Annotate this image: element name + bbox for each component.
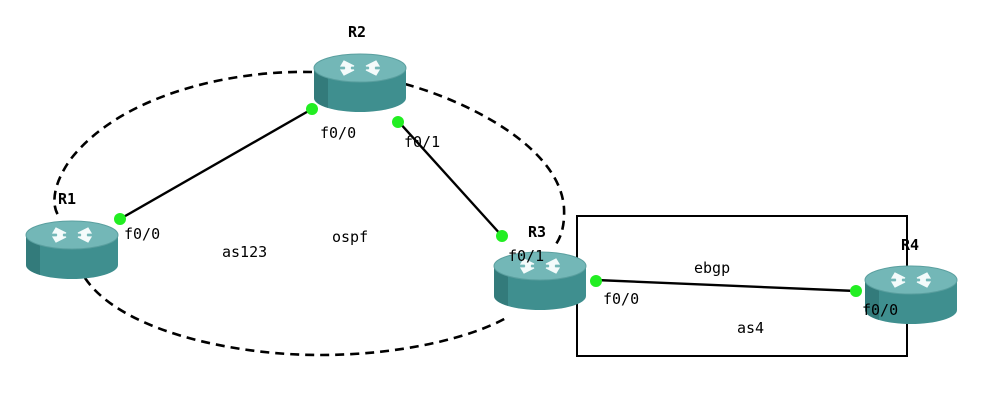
link-r3-r4	[595, 278, 857, 293]
router-name-r1: R1	[58, 190, 76, 208]
router-icon	[25, 220, 119, 280]
port-r1-f00[interactable]	[114, 213, 126, 225]
router-name-r4: R4	[901, 236, 919, 254]
area-label-ospf: ospf	[332, 228, 368, 246]
area-label-as4: as4	[737, 319, 764, 337]
area-label-ebgp: ebgp	[694, 259, 730, 277]
port-r2-f01[interactable]	[392, 116, 404, 128]
area-label-as123: as123	[222, 243, 267, 261]
interface-label-r1-f00: f0/0	[124, 225, 160, 243]
interface-label-r2-f00: f0/0	[320, 124, 356, 142]
interface-label-r3-f00: f0/0	[603, 290, 639, 308]
port-r4-f00[interactable]	[850, 285, 862, 297]
router-name-r2: R2	[348, 23, 366, 41]
router-name-r3: R3	[528, 223, 546, 241]
interface-label-r4-f00: f0/0	[862, 301, 898, 319]
port-r3-f01[interactable]	[496, 230, 508, 242]
link-r1-r2	[119, 107, 313, 221]
router-r1[interactable]	[25, 220, 119, 280]
router-r2[interactable]	[313, 53, 407, 113]
router-icon	[313, 53, 407, 113]
interface-label-r2-f01: f0/1	[404, 133, 440, 151]
port-r3-f00[interactable]	[590, 275, 602, 287]
port-r2-f00[interactable]	[306, 103, 318, 115]
link-r2-r3	[397, 120, 503, 237]
ospf-area-boundary	[53, 70, 566, 357]
interface-label-r3-f01: f0/1	[508, 247, 544, 265]
